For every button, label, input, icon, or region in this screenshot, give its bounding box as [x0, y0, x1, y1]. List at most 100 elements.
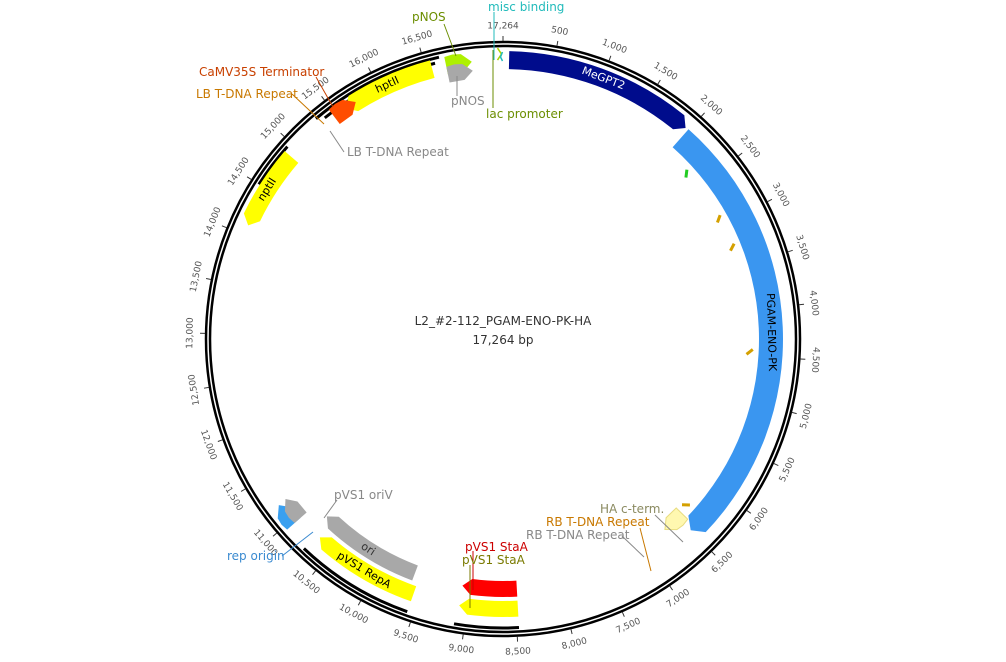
plasmid-name: L2_#2-112_PGAM-ENO-PK-HA [414, 314, 592, 328]
tick-label: 500 [550, 25, 569, 38]
feature-pnos[interactable] [446, 63, 473, 83]
tick-mark [205, 278, 212, 281]
label-rep-origin[interactable]: rep origin [227, 549, 285, 563]
tick-label: 14,000 [203, 206, 224, 239]
feature-megpt2[interactable] [508, 51, 686, 130]
tick-mark [357, 600, 362, 606]
sequence-hit-line [257, 145, 289, 186]
tick-mark [556, 40, 559, 47]
feature-label: PGAM-ENO-PK [764, 293, 779, 372]
tick-label: 14,500 [226, 156, 251, 188]
label-rb-tdna-repeat[interactable]: RB T-DNA Repeat [546, 515, 650, 529]
feature-ori[interactable] [326, 516, 418, 581]
feature-camv35s-terminator[interactable] [328, 99, 356, 124]
feature-mark [745, 348, 754, 356]
label-pnos-gray[interactable]: pNOS [451, 94, 485, 108]
feature-nptii[interactable] [243, 151, 299, 226]
tick-mark [240, 488, 246, 492]
tick-mark [272, 532, 278, 537]
tick-label-origin: 17,264 [487, 22, 519, 32]
feature-pvs1-staa[interactable] [462, 579, 518, 597]
tick-mark [408, 622, 411, 628]
label-pnos[interactable]: pNOS [412, 10, 446, 24]
tick-label: 13,000 [185, 317, 196, 349]
tick-label: 9,500 [392, 628, 420, 646]
tick-mark [767, 198, 773, 203]
tick-mark [773, 463, 779, 467]
tick-mark [621, 611, 625, 617]
feature-pgam-eno-pk[interactable] [672, 129, 783, 533]
tick-mark [312, 570, 317, 575]
inner-ring [208, 44, 798, 634]
tick-mark [746, 510, 752, 514]
tick-mark [711, 551, 716, 556]
label-lb-tdna-repeat[interactable]: LB T-DNA Repeat [196, 87, 298, 101]
feature-pvs1-staa[interactable] [459, 598, 519, 617]
tick-mark [419, 47, 422, 53]
sequence-hit-line [302, 547, 408, 614]
tick-mark [368, 67, 372, 73]
tick-mark [203, 386, 210, 389]
label-pvs1-staa-red[interactable]: pVS1 StaA [465, 540, 528, 554]
tick-label: 1,000 [600, 38, 628, 57]
label-lb-tdna-repeat-gray[interactable]: LB T-DNA Repeat [347, 145, 449, 159]
feature-hptii[interactable] [345, 60, 435, 112]
tick-mark [570, 629, 573, 635]
tick-label: 9,000 [448, 643, 475, 656]
tick-label: 15,500 [300, 75, 331, 102]
tick-mark [221, 225, 227, 229]
tick-label: 3,500 [793, 234, 810, 262]
tick-mark [280, 132, 285, 137]
label-leader-lines [281, 12, 684, 608]
tick-label: 2,500 [738, 134, 762, 161]
tick-label: 6,000 [748, 506, 771, 533]
tick-label: 12,500 [187, 373, 202, 406]
tick-mark [608, 55, 612, 61]
misc-binding-mark [499, 51, 504, 62]
tick-mark [669, 585, 673, 591]
feature-mark [684, 169, 689, 178]
label-ha-cterm[interactable]: HA c-term. [600, 502, 665, 516]
label-lac-promoter[interactable]: lac promoter [486, 107, 563, 121]
tick-label: 3,000 [770, 181, 791, 209]
tick-mark [737, 152, 743, 157]
tick-label: 4,000 [807, 290, 820, 317]
plasmid-length: 17,264 bp [472, 333, 534, 347]
feature-mark [716, 214, 722, 224]
tick-label: 2,000 [698, 93, 724, 118]
feature-ha-c-term-[interactable] [664, 507, 689, 531]
outer-ring [204, 40, 802, 638]
tick-label: 5,500 [778, 456, 798, 484]
tick-mark [462, 634, 464, 640]
tick-label: 10,000 [337, 603, 370, 627]
tick-mark [791, 411, 797, 415]
tick-label: 10,500 [291, 569, 322, 597]
tick-label: 16,500 [401, 29, 434, 47]
tick-label: 13,500 [189, 260, 205, 293]
feature-pvs1-repa[interactable] [319, 537, 417, 602]
tick-label: 8,500 [505, 647, 531, 658]
tick-mark [787, 249, 793, 253]
label-camv35s-terminator[interactable]: CaMV35S Terminator [199, 65, 325, 79]
tick-label: 1,500 [652, 61, 679, 83]
tick-mark [217, 439, 223, 442]
tick-label: 12,000 [198, 429, 218, 462]
feature-pvs1-oriv[interactable] [284, 498, 307, 524]
feature-label: ori [359, 540, 378, 559]
tick-label: 5,000 [799, 402, 815, 430]
label-pvs1-oriv[interactable]: pVS1 oriV [334, 488, 393, 502]
tick-label: 4,500 [809, 347, 821, 374]
tick-mark [246, 176, 252, 180]
tick-mark [657, 79, 661, 85]
label-misc-binding[interactable]: misc binding [488, 0, 565, 14]
backbone-ring [204, 40, 802, 638]
sequence-hit-line [453, 622, 520, 630]
feature-mark [729, 242, 736, 252]
label-pvs1-staa[interactable]: pVS1 StaA [462, 553, 525, 567]
tick-label: 7,500 [615, 616, 643, 636]
sequence-hit-line [314, 55, 440, 120]
label-rb-tdna-repeat-gray[interactable]: RB T-DNA Repeat [526, 528, 630, 542]
tick-mark [700, 112, 705, 117]
